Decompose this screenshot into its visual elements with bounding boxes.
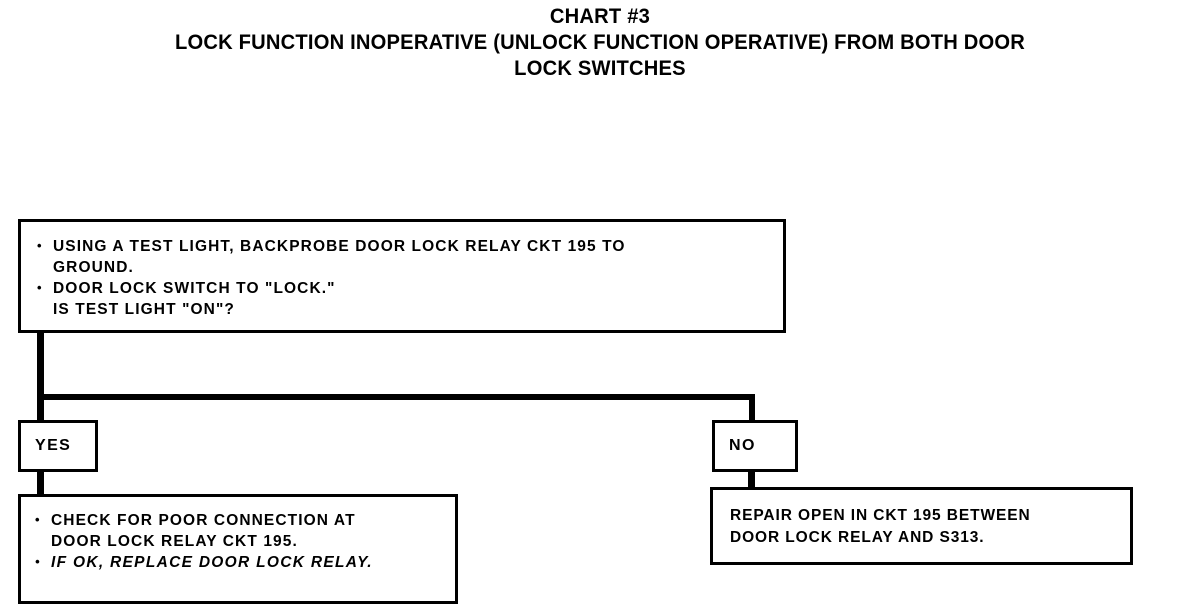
yes-result-bullet-2: IF OK, REPLACE DOOR LOCK RELAY. xyxy=(35,551,455,573)
decision-bullet-list: USING A TEST LIGHT, BACKPROBE DOOR LOCK … xyxy=(21,222,783,320)
chart-number: CHART #3 xyxy=(549,5,651,28)
connector-yes-to-result xyxy=(37,472,44,494)
branch-label-no: NO xyxy=(729,437,756,454)
decision-bullet-1: USING A TEST LIGHT, BACKPROBE DOOR LOCK … xyxy=(37,235,783,278)
no-result-text: REPAIR OPEN IN CKT 195 BETWEEN DOOR LOCK… xyxy=(730,507,1031,546)
result-box-no: REPAIR OPEN IN CKT 195 BETWEEN DOOR LOCK… xyxy=(710,487,1133,565)
connector-split-bar xyxy=(37,394,755,400)
branch-box-yes: YES xyxy=(18,420,98,472)
branch-label-yes: YES xyxy=(35,437,72,454)
yes-result-bullet-list: CHECK FOR POOR CONNECTION AT DOOR LOCK R… xyxy=(21,497,455,573)
chart-title-block: CHART #3 LOCK FUNCTION INOPERATIVE (UNLO… xyxy=(0,4,1200,82)
decision-bullet-2: DOOR LOCK SWITCH TO "LOCK." IS TEST LIGH… xyxy=(37,277,783,320)
connector-decision-drop xyxy=(37,333,44,420)
connector-no-to-result xyxy=(748,472,755,487)
chart-title-line-1: LOCK FUNCTION INOPERATIVE (UNLOCK FUNCTI… xyxy=(174,31,1026,54)
yes-result-bullet-1: CHECK FOR POOR CONNECTION AT DOOR LOCK R… xyxy=(35,509,455,552)
branch-box-no: NO xyxy=(712,420,798,472)
decision-box: USING A TEST LIGHT, BACKPROBE DOOR LOCK … xyxy=(18,219,786,333)
chart-title-line-2: LOCK SWITCHES xyxy=(514,57,686,80)
connector-no-drop xyxy=(749,394,755,420)
result-box-yes: CHECK FOR POOR CONNECTION AT DOOR LOCK R… xyxy=(18,494,458,604)
